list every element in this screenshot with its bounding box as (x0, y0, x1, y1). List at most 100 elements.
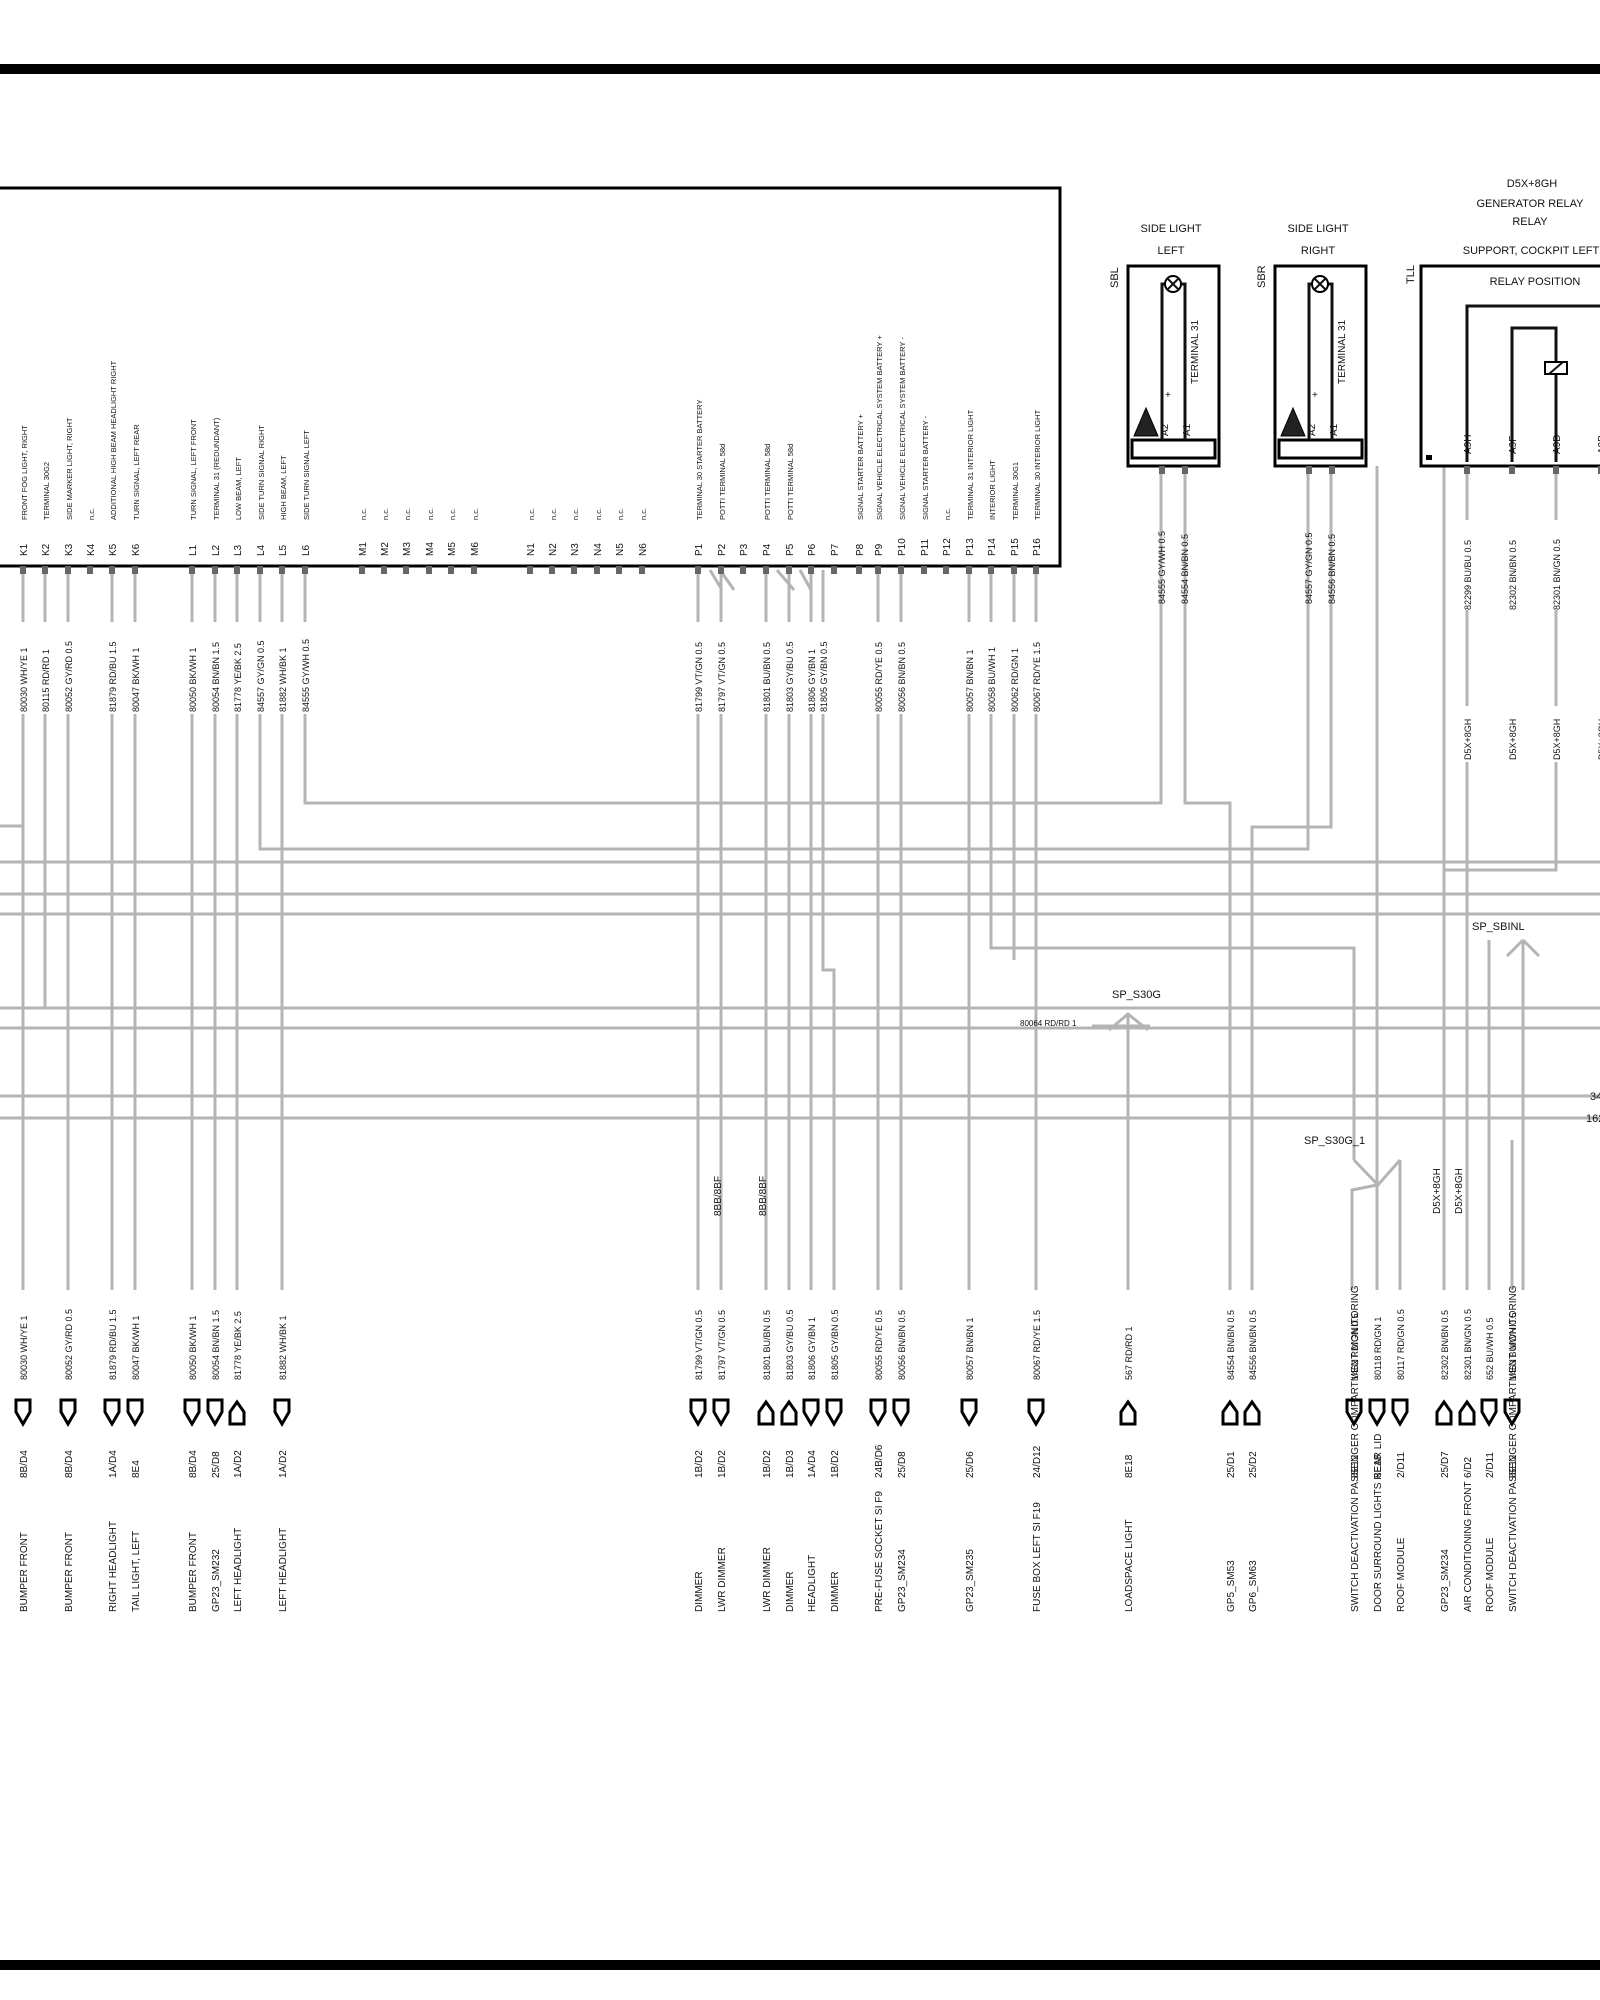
pin-m5: M5n.c. (447, 508, 458, 574)
connector-icon (103, 1398, 121, 1427)
pin-label: TERMINAL 30G1 (1011, 462, 1020, 520)
pin-terminal (448, 566, 454, 574)
connector-wire: 1463 BU/WH 0.5 (1508, 1312, 1518, 1380)
connector-pin: 1B/D2 (762, 1450, 773, 1478)
connector-destination: BUMPER FRONT (188, 1532, 199, 1612)
connector-wire: 84554 BN/BN 0.5 (1226, 1310, 1236, 1380)
side-light-wire: 84554 BN/BN 0.5 (1180, 534, 1190, 604)
relay-pin-a9f: A9F (1508, 436, 1519, 454)
connector-destination: GP5_SM53 (1226, 1560, 1237, 1612)
connector-icon (825, 1398, 843, 1427)
pin-terminal (1033, 566, 1039, 574)
pin-id: L2 (211, 544, 222, 556)
pin-label: TERMINAL 30G2 (42, 462, 51, 520)
pin-id: N3 (570, 543, 581, 556)
pin-p3: P3 (739, 543, 750, 574)
connector-destination: ROOF MODULE (1396, 1537, 1407, 1612)
pin-label: n.c. (359, 508, 368, 520)
pin-terminal (808, 566, 814, 574)
wire-label: 81778 YE/BK 2.5 (231, 622, 243, 714)
pin-label: n.c. (426, 508, 435, 520)
relay-wire: 82301 BN/GN 0.5 (1552, 539, 1562, 610)
connector-pin: 8E4 (131, 1460, 142, 1478)
pin-label: TURN SIGNAL, LEFT REAR (132, 424, 141, 520)
pin-id: P10 (897, 538, 908, 556)
wire-label: 80030 WH/YE 1 (17, 622, 29, 714)
wire-label: 80056 BN/BN 0.5 (895, 622, 907, 714)
pin-label: POTTI TERMINAL 58d (786, 444, 795, 520)
connector-destination: LEFT HEADLIGHT (233, 1528, 244, 1612)
connector-destination: TAIL LIGHT, LEFT (131, 1531, 142, 1612)
pin-label: n.c. (471, 508, 480, 520)
wire-text: 81799 VT/GN 0.5 (694, 642, 704, 712)
connector-wire: 80050 BK/WH 1 (188, 1315, 198, 1380)
pin-terminal (718, 566, 724, 574)
connector-icon (869, 1398, 887, 1427)
wire-text: 80047 BK/WH 1 (131, 647, 141, 712)
pin-id: P3 (739, 543, 750, 556)
wire-text: 84557 GY/GN 0.5 (256, 640, 266, 712)
wire-label: 80115 RD/RD 1 (39, 622, 51, 714)
pin-p6: P6 (807, 543, 818, 574)
pin-terminal (109, 566, 115, 574)
side-light-wire: 84555 GY/WH 0.5 (1157, 531, 1167, 604)
connector-destination: DIMMER (830, 1571, 841, 1612)
pin-terminal (403, 566, 409, 574)
wire-label: 81879 RD/BU 1.5 (106, 622, 118, 714)
wire-label: 81799 VT/GN 0.5 (692, 622, 704, 714)
mid-label-c: D5X+8GH (1432, 1168, 1443, 1214)
pin-m2: M2n.c. (380, 508, 391, 574)
pin-label: POTTI TERMINAL 58d (763, 444, 772, 520)
pin-id: L3 (233, 544, 244, 556)
pin-id: P4 (762, 543, 773, 556)
wire-label: 80062 RD/GN 1 (1008, 622, 1020, 714)
side-light-title: SIDE LIGHT (1287, 223, 1348, 235)
wire-text: 81801 BU/BN 0.5 (762, 642, 772, 712)
pin-n3: N3n.c. (570, 508, 581, 574)
page-top-bar (0, 64, 1600, 74)
connector-wire: 80052 GY/RD 0.5 (64, 1309, 74, 1380)
pin-terminal (426, 566, 432, 574)
pin-id: K5 (108, 543, 119, 556)
relay-line2: GENERATOR RELAY (1477, 198, 1585, 210)
wire-label: 81803 GY/BU 0.5 (783, 622, 795, 714)
pin-n6: N6n.c. (638, 508, 649, 574)
connector-pin: 25/D6 (965, 1451, 976, 1478)
side-light-code: SBL (1109, 267, 1121, 288)
pin-terminal (87, 566, 93, 574)
wire-text: 81879 RD/BU 1.5 (108, 641, 118, 712)
wire-text: 80115 RD/RD 1 (41, 649, 51, 712)
pin-id: P6 (807, 543, 818, 556)
pin-id: P9 (874, 543, 885, 556)
wire-label: 81801 BU/BN 0.5 (760, 622, 772, 714)
connector-pin: 8E18 (1373, 1454, 1384, 1478)
pin-m4: M4n.c. (425, 508, 436, 574)
pin-terminal (571, 566, 577, 574)
relay-line3: RELAY (1512, 216, 1548, 228)
pin-label: SIGNAL STARTER BATTERY + (856, 413, 865, 520)
wire-text: 80057 BN/BN 1 (965, 649, 975, 712)
pin-id: N1 (526, 543, 537, 556)
pin-id: M2 (380, 542, 391, 556)
connector-destination: LOADSPACE LIGHT (1124, 1519, 1135, 1612)
pin-terminal (639, 566, 645, 574)
relay-code: TLL (1405, 265, 1417, 284)
wire-label: 80058 BU/WH 1 (985, 622, 997, 714)
side-light-title: SIDE LIGHT (1140, 223, 1201, 235)
pin-id: P7 (830, 543, 841, 556)
warning-icon (1133, 406, 1159, 437)
connector-destination: DIMMER (694, 1571, 705, 1612)
